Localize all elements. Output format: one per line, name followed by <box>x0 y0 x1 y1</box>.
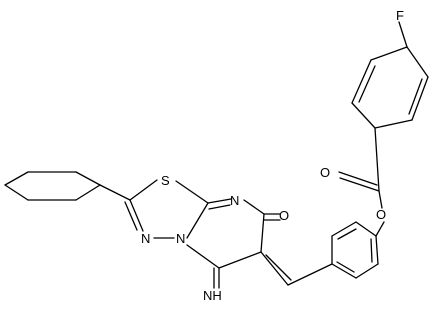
fluorine-atom-label: F <box>396 8 404 23</box>
ester-to-fluorophenyl-bond <box>374 127 380 192</box>
ester-carbonyl-oxygen-label: O <box>320 165 330 180</box>
lactam-oxygen-label: O <box>279 208 289 223</box>
pyrimidine-ring <box>186 198 265 269</box>
ester-oxygen-carbonyl-bond <box>378 190 383 209</box>
ester-carbonyl-double-bond <box>339 177 380 192</box>
fluorine-bond <box>398 21 408 48</box>
imine-nh-label: NH <box>203 288 222 303</box>
thiadiazole-ring <box>124 179 209 239</box>
exocyclic-double-bond <box>260 251 289 286</box>
ring-nitrogen-left-label: N <box>141 231 150 246</box>
exocyclic-double-bond-inner <box>265 254 292 281</box>
cyclohexyl-link-bond <box>99 184 131 201</box>
cyclohexyl-ring <box>4 171 101 201</box>
aryl-ester-oxygen-bond <box>375 221 385 237</box>
vinyl-to-phenyl-bond <box>287 263 333 286</box>
ring-nitrogen-top-label: N <box>230 193 239 208</box>
sulfur-atom-label: S <box>161 173 170 188</box>
ester-oxygen-label: O <box>376 207 386 222</box>
ring-nitrogen-bridge-label: N <box>176 231 185 246</box>
central-benzene-ring <box>331 221 379 279</box>
fluorophenyl-ring <box>351 46 429 129</box>
ester-carbonyl-double-bond-inner <box>338 171 378 186</box>
